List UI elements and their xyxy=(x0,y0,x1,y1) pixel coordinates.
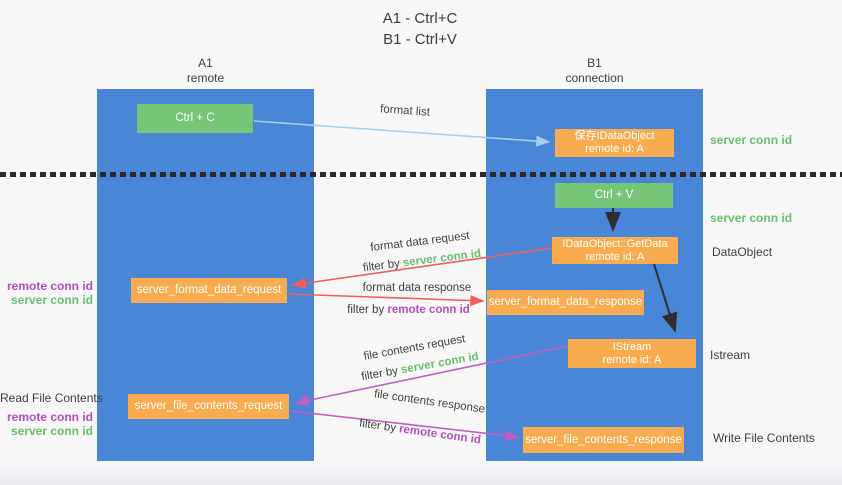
label-right-server-conn-id-top: server conn id xyxy=(710,133,793,147)
node-server-file-contents-response: server_file_contents_response xyxy=(523,427,684,453)
filter-key-remote-conn-id: remote conn id xyxy=(398,423,482,447)
label-read-file-contents: Read File Contents xyxy=(0,391,103,405)
node-ctrl-c-label: Ctrl + C xyxy=(175,112,215,124)
label-write-file-contents: Write File Contents xyxy=(713,431,815,445)
node-getdata-line1: IDataObject::GetData xyxy=(562,237,668,250)
label-right-server-conn-id-mid: server conn id xyxy=(710,211,793,225)
label-left-format-conn-ids: remote conn id server conn id xyxy=(0,279,93,307)
node-ctrl-c: Ctrl + C xyxy=(137,104,253,133)
label-format-data-response-filter: filter by remote conn id xyxy=(336,304,481,316)
filter-prefix: filter by xyxy=(360,364,403,384)
filter-key-server-conn-id: server conn id xyxy=(402,247,482,270)
label-server-conn-id: server conn id xyxy=(10,424,93,438)
node-getdata-line2: remote id: A xyxy=(585,250,645,263)
label-format-data-response: format data response xyxy=(362,282,472,294)
label-dataobject: DataObject xyxy=(712,245,773,259)
node-server-file-contents-request: server_file_contents_request xyxy=(128,394,289,419)
filter-prefix: filter by xyxy=(358,417,400,436)
diagram-title: A1 - Ctrl+C B1 - Ctrl+V xyxy=(300,8,540,50)
node-format-request-label: server_format_data_request xyxy=(136,284,282,296)
node-file-response-label: server_file_contents_response xyxy=(525,433,682,446)
filter-key-remote-conn-id: remote conn id xyxy=(387,304,470,316)
node-file-request-label: server_file_contents_request xyxy=(134,400,283,412)
phase-divider-dotted-line xyxy=(0,172,842,177)
label-server-conn-id: server conn id xyxy=(10,293,93,307)
node-server-format-data-response: server_format_data_response xyxy=(487,290,644,315)
filter-prefix: filter by xyxy=(362,257,404,275)
label-format-list: format list xyxy=(379,103,431,119)
node-format-response-label: server_format_data_response xyxy=(488,296,643,308)
node-ctrl-v-label: Ctrl + V xyxy=(594,189,634,201)
column-b1-id: B1 xyxy=(587,56,602,70)
node-save-idataobject-line2: remote id: A xyxy=(585,143,644,155)
node-istream-line1: IStream xyxy=(612,340,652,353)
filter-key-server-conn-id: server conn id xyxy=(400,350,480,377)
node-istream-line2: remote id: A xyxy=(602,353,662,366)
label-remote-conn-id: remote conn id xyxy=(6,410,93,424)
column-header-b1: B1 connection xyxy=(486,56,703,86)
label-istream: Istream xyxy=(710,348,751,362)
title-line-b1: B1 - Ctrl+V xyxy=(383,31,457,48)
arrow-format-data-response xyxy=(287,293,485,307)
node-idataobject-getdata: IDataObject::GetData remote id: A xyxy=(552,237,678,264)
filter-prefix: filter by xyxy=(347,304,388,316)
node-ctrl-v: Ctrl + V xyxy=(555,183,673,208)
column-header-a1: A1 remote xyxy=(97,56,314,86)
column-a1-subtitle: remote xyxy=(186,71,225,85)
label-file-contents-response-filter: filter by remote conn id xyxy=(346,416,494,448)
label-left-file-conn-ids: remote conn id server conn id xyxy=(0,410,93,438)
label-file-contents-response: file contents response xyxy=(373,388,486,416)
node-save-idataobject-line1: 保存IDataObject xyxy=(574,130,655,142)
column-a1-id: A1 xyxy=(198,56,213,70)
node-server-format-data-request: server_format_data_request xyxy=(131,278,287,303)
label-remote-conn-id: remote conn id xyxy=(6,279,93,293)
node-istream: IStream remote id: A xyxy=(568,339,696,368)
column-b1-subtitle: connection xyxy=(565,71,624,85)
title-line-a1: A1 - Ctrl+C xyxy=(382,10,458,27)
node-save-idataobject: 保存IDataObject remote id: A xyxy=(555,129,674,157)
